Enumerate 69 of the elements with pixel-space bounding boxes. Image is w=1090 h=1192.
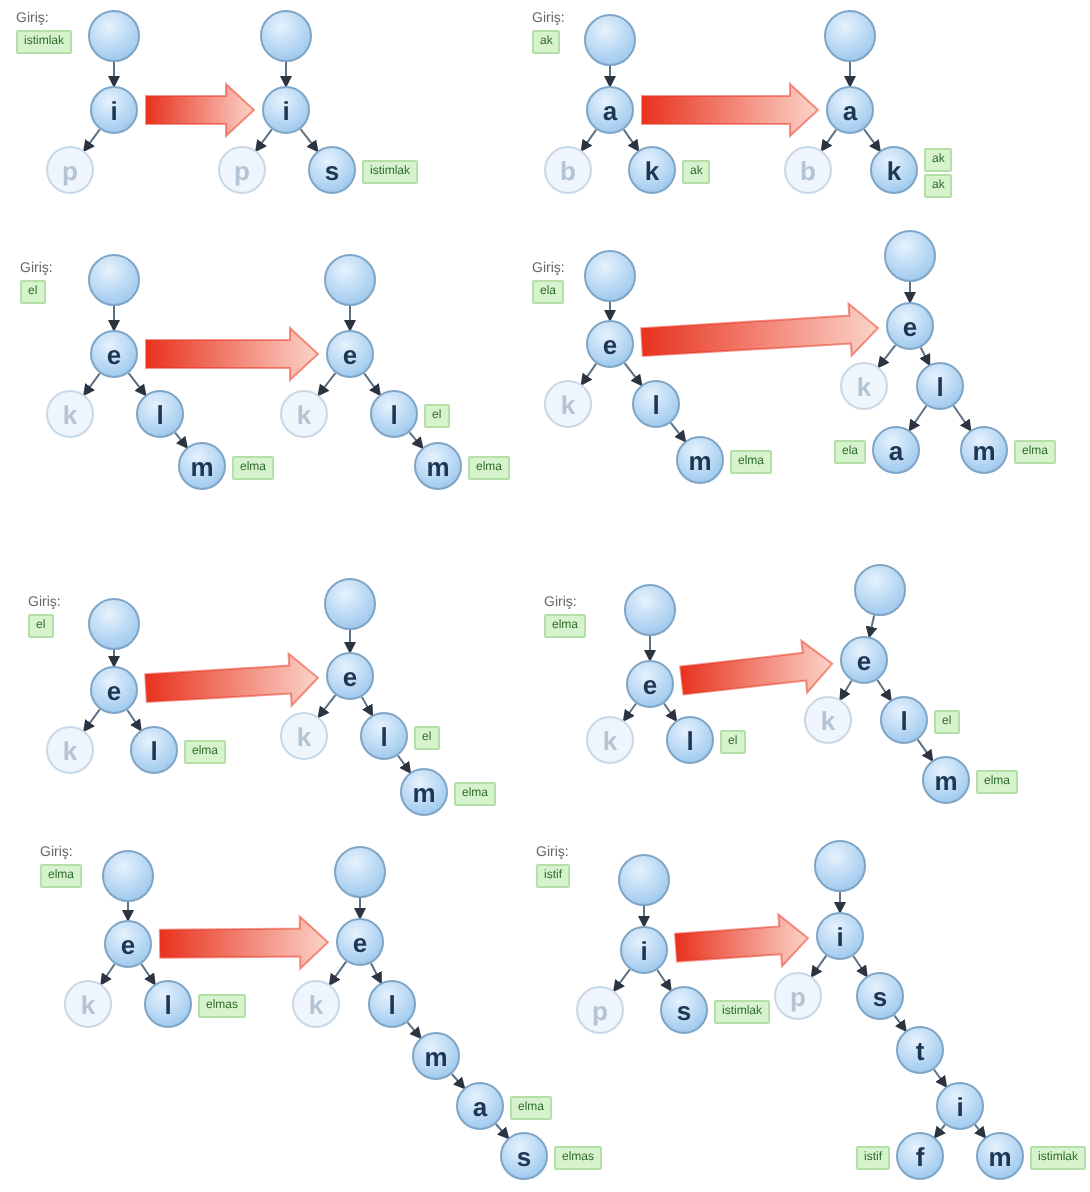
- arrow: [580, 362, 598, 386]
- arrow: [669, 421, 687, 443]
- arrow: [406, 1021, 422, 1040]
- arrow: [344, 305, 356, 332]
- arrow: [108, 61, 120, 88]
- transition-arrow: [145, 81, 256, 139]
- arrow: [852, 954, 868, 978]
- arrow: [933, 1123, 946, 1139]
- arrow: [317, 372, 337, 397]
- arrow: [83, 372, 101, 397]
- arrow: [328, 960, 348, 987]
- transition-arrow: [673, 912, 810, 969]
- arrow: [644, 635, 656, 662]
- arrow: [127, 372, 147, 397]
- arrow: [363, 372, 381, 397]
- arrow: [494, 1123, 510, 1140]
- arrow: [839, 679, 853, 702]
- arrow: [604, 301, 616, 322]
- arrow: [83, 708, 101, 733]
- transition-arrow: [144, 651, 320, 708]
- arrow: [844, 61, 856, 88]
- arrow: [908, 404, 928, 432]
- transition-arrow: [158, 914, 330, 971]
- transition-arrow: [641, 81, 820, 139]
- arrow: [865, 614, 878, 639]
- arrow: [122, 901, 134, 922]
- arrow: [354, 897, 366, 920]
- arrow: [810, 954, 828, 978]
- arrow: [876, 678, 892, 702]
- arrow: [396, 754, 412, 775]
- arrow: [126, 708, 142, 732]
- arrow: [450, 1073, 466, 1090]
- arrow: [952, 404, 972, 432]
- arrow: [280, 61, 292, 88]
- arrow: [174, 431, 189, 449]
- arrow: [100, 962, 116, 986]
- arrow: [623, 362, 643, 387]
- arrow: [299, 128, 319, 153]
- arrow: [974, 1123, 987, 1139]
- arrow: [622, 128, 640, 152]
- arrow: [604, 65, 616, 88]
- arrow: [662, 702, 678, 723]
- arrow: [108, 305, 120, 332]
- arrow: [919, 346, 931, 367]
- arrow: [904, 281, 916, 304]
- arrow: [317, 694, 337, 719]
- arrow: [820, 128, 838, 152]
- arrow: [370, 962, 382, 985]
- arrow: [656, 968, 672, 992]
- arrow: [360, 695, 374, 717]
- arrow: [916, 738, 934, 762]
- arrow: [863, 128, 881, 153]
- arrow: [344, 629, 356, 654]
- arrow: [83, 128, 101, 153]
- arrow: [255, 128, 273, 153]
- arrow: [108, 649, 120, 668]
- transition-arrow: [679, 638, 834, 696]
- arrow: [580, 128, 598, 152]
- arrow: [834, 891, 846, 914]
- arrow: [408, 431, 424, 450]
- arrow: [932, 1068, 948, 1089]
- arrow: [140, 962, 156, 986]
- arrow: [893, 1014, 907, 1033]
- arrow: [638, 905, 650, 928]
- arrow: [877, 344, 897, 369]
- transition-arrow: [640, 301, 880, 358]
- transition-arrow: [145, 325, 320, 383]
- arrow: [622, 702, 638, 723]
- arrow: [613, 968, 631, 993]
